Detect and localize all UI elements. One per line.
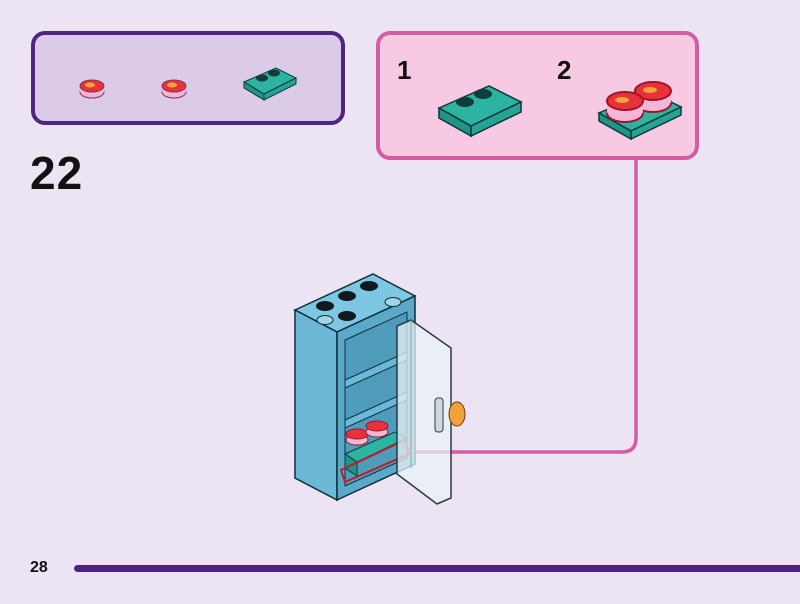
step-number: 22 bbox=[30, 147, 84, 199]
progress-bar bbox=[74, 565, 800, 572]
sub-assembly-box: 1 2 bbox=[376, 31, 699, 160]
page-number: 28 bbox=[30, 559, 48, 576]
sub-step-number: 2 bbox=[557, 55, 572, 85]
plate-with-tiles-icon bbox=[597, 81, 683, 141]
parts-list-box bbox=[31, 31, 345, 125]
teal-plate-icon bbox=[437, 85, 523, 138]
refrigerator-model bbox=[293, 273, 466, 505]
round-tile-pink-icon bbox=[79, 79, 105, 99]
teal-plate-icon bbox=[242, 67, 298, 101]
sub-step-number: 1 bbox=[397, 55, 412, 85]
round-tile-pink-icon bbox=[161, 79, 187, 99]
